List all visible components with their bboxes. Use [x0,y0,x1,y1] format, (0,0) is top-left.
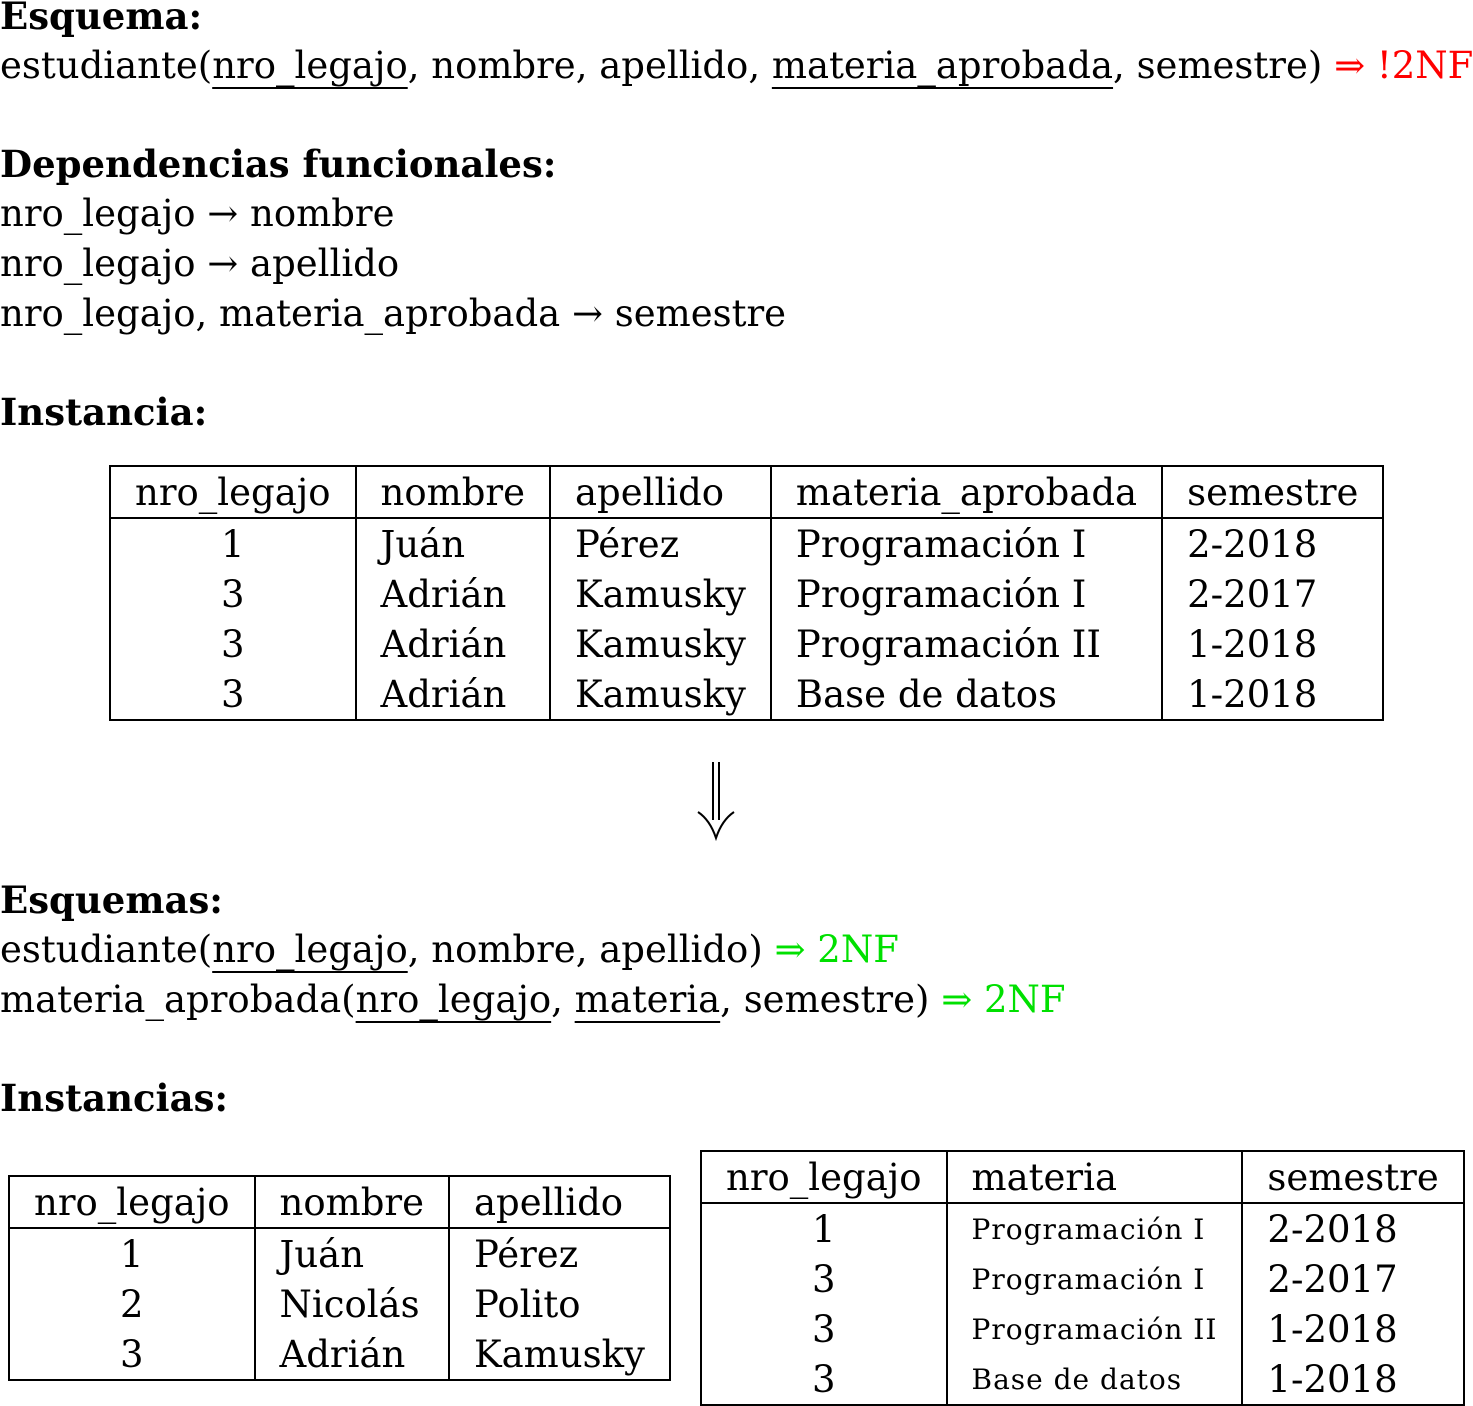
table-header-row: nro_legajo nombre apellido [8,1175,671,1229]
table-cell: 1 [8,1228,256,1279]
schema-key-nro-legajo: nro_legajo [212,44,408,87]
instance-heading: Instancia: [0,390,208,434]
table-cell: 2-2017 [1161,569,1385,619]
schema-sep: , [551,978,575,1021]
table-cell: Adrián [354,569,551,619]
table-cell: Adrián [253,1329,450,1381]
column-header: nro_legajo [700,1150,948,1204]
table-cell: Base de datos [769,669,1164,721]
table-cell: 1-2018 [1241,1304,1465,1354]
schema-key-nro-legajo: nro_legajo [212,928,408,971]
table-cell: Programación II [769,619,1164,669]
schema-line: estudiante(nro_legajo, nombre, apellido,… [0,44,1473,88]
schema-attrs: , nombre, apellido, [407,44,772,87]
schema-key-materia-aprobada: materia_aprobada [771,44,1114,87]
table-cell: Polito [447,1279,671,1329]
table-row: 3 Adrián Kamusky Programación I 2-2017 [109,569,1385,619]
schema-end: , semestre) [720,978,942,1021]
table-cell: Juán [354,518,551,569]
schema-estudiante-line: estudiante(nro_legajo, nombre, apellido)… [0,928,899,972]
column-header: nombre [253,1175,450,1229]
table-cell: Nicolás [253,1279,450,1329]
table-cell: Programación I [769,518,1164,569]
schema-verdict: ⇒ 2NF [941,978,1066,1021]
column-header: semestre [1241,1150,1465,1204]
column-header: semestre [1161,465,1385,519]
table-row: 3 Adrián Kamusky Programación II 1-2018 [109,619,1385,669]
table-cell: Adrián [354,669,551,721]
table-cell: 2-2018 [1241,1203,1465,1254]
table-cell: 3 [700,1254,948,1304]
schema-key-materia: materia [574,978,721,1021]
materia-aprobada-table: nro_legajo materia semestre 1 Programaci… [700,1150,1465,1406]
table-cell: Kamusky [548,619,772,669]
table-row: 3 Programación II 1-2018 [700,1304,1465,1354]
double-down-arrow-icon [697,762,735,842]
schema-end: , nombre, apellido) [407,928,775,971]
instances-heading: Instancias: [0,1076,229,1120]
schema-heading: Esquema: [0,0,203,38]
table-cell: 3 [109,669,357,721]
table-cell: 1-2018 [1161,669,1385,721]
table-cell: Base de datos [945,1354,1244,1406]
column-header: materia_aprobada [769,465,1164,519]
table-cell: 2 [8,1279,256,1329]
schema-name: estudiante( [0,44,213,87]
table-cell: Pérez [548,518,772,569]
table-cell: Kamusky [447,1329,671,1381]
table-header-row: nro_legajo materia semestre [700,1150,1465,1204]
column-header: apellido [548,465,772,519]
table-header-row: nro_legajo nombre apellido materia_aprob… [109,465,1385,519]
table-cell: Programación I [769,569,1164,619]
schema-name: estudiante( [0,928,213,971]
column-header: materia [945,1150,1244,1204]
table-cell: 2-2018 [1161,518,1385,569]
table-cell: 3 [109,569,357,619]
table-cell: Kamusky [548,569,772,619]
table-cell: 1-2018 [1161,619,1385,669]
dependencies-heading: Dependencias funcionales: [0,142,557,186]
schema-verdict: ⇒ !2NF [1334,44,1473,87]
schema-verdict: ⇒ 2NF [774,928,899,971]
table-row: 1 Juán Pérez [8,1228,671,1279]
table-cell: Pérez [447,1228,671,1279]
column-header: nombre [354,465,551,519]
dependency-3: nro_legajo, materia_aprobada → semestre [0,292,787,335]
dependency-2: nro_legajo → apellido [0,242,400,285]
table-row: 3 Base de datos 1-2018 [700,1354,1465,1406]
column-header: nro_legajo [8,1175,256,1229]
table-row: 2 Nicolás Polito [8,1279,671,1329]
schemas-heading: Esquemas: [0,878,223,922]
table-cell: 1-2018 [1241,1354,1465,1406]
table-cell: Programación I [945,1203,1244,1254]
table-cell: Juán [253,1228,450,1279]
table-cell: 3 [700,1354,948,1406]
table-row: 1 Juán Pérez Programación I 2-2018 [109,518,1385,569]
schema-key-nro-legajo: nro_legajo [355,978,552,1021]
estudiante-table: nro_legajo nombre apellido 1 Juán Pérez … [8,1175,671,1381]
dependency-1: nro_legajo → nombre [0,192,395,235]
table-cell: Adrián [354,619,551,669]
table-cell: 1 [700,1203,948,1254]
table-cell: 1 [109,518,357,569]
table-cell: 3 [8,1329,256,1381]
column-header: nro_legajo [109,465,357,519]
table-cell: Kamusky [548,669,772,721]
schema-end: , semestre) [1113,44,1335,87]
instance-table: nro_legajo nombre apellido materia_aprob… [109,465,1385,721]
table-cell: Programación I [945,1254,1244,1304]
table-cell: 2-2017 [1241,1254,1465,1304]
table-row: 1 Programación I 2-2018 [700,1203,1465,1254]
column-header: apellido [447,1175,671,1229]
table-row: 3 Adrián Kamusky [8,1329,671,1381]
table-cell: 3 [109,619,357,669]
table-cell: 3 [700,1304,948,1354]
schema-materia-aprobada-line: materia_aprobada(nro_legajo, materia, se… [0,978,1066,1022]
table-row: 3 Adrián Kamusky Base de datos 1-2018 [109,669,1385,721]
table-row: 3 Programación I 2-2017 [700,1254,1465,1304]
schema-name: materia_aprobada( [0,978,356,1021]
table-cell: Programación II [945,1304,1244,1354]
